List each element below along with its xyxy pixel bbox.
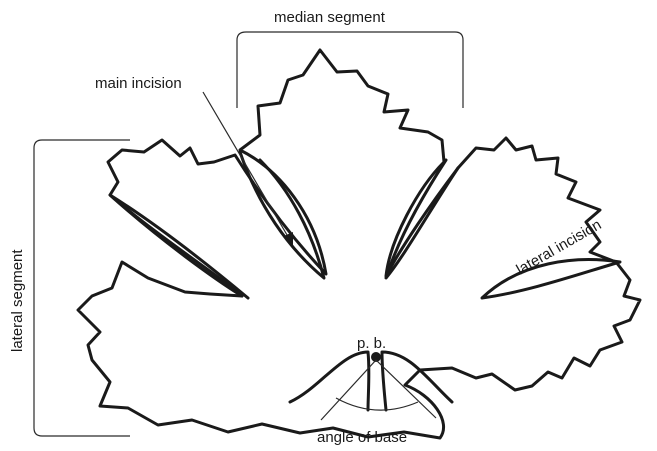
median-segment-label: median segment xyxy=(274,9,386,26)
angle-of-base-label: angle of base xyxy=(317,429,407,446)
angle-arc xyxy=(336,398,418,410)
basal-sinus xyxy=(290,352,452,410)
main-incision-arrow xyxy=(203,92,290,240)
lateral-incision-label: lateral incision xyxy=(514,216,605,278)
lateral-incision-cleft xyxy=(482,260,620,298)
lateral-segment-label: lateral segment xyxy=(9,249,26,352)
main-incision-label: main incision xyxy=(95,75,182,92)
petiole-base-label: p. b. xyxy=(357,335,386,352)
